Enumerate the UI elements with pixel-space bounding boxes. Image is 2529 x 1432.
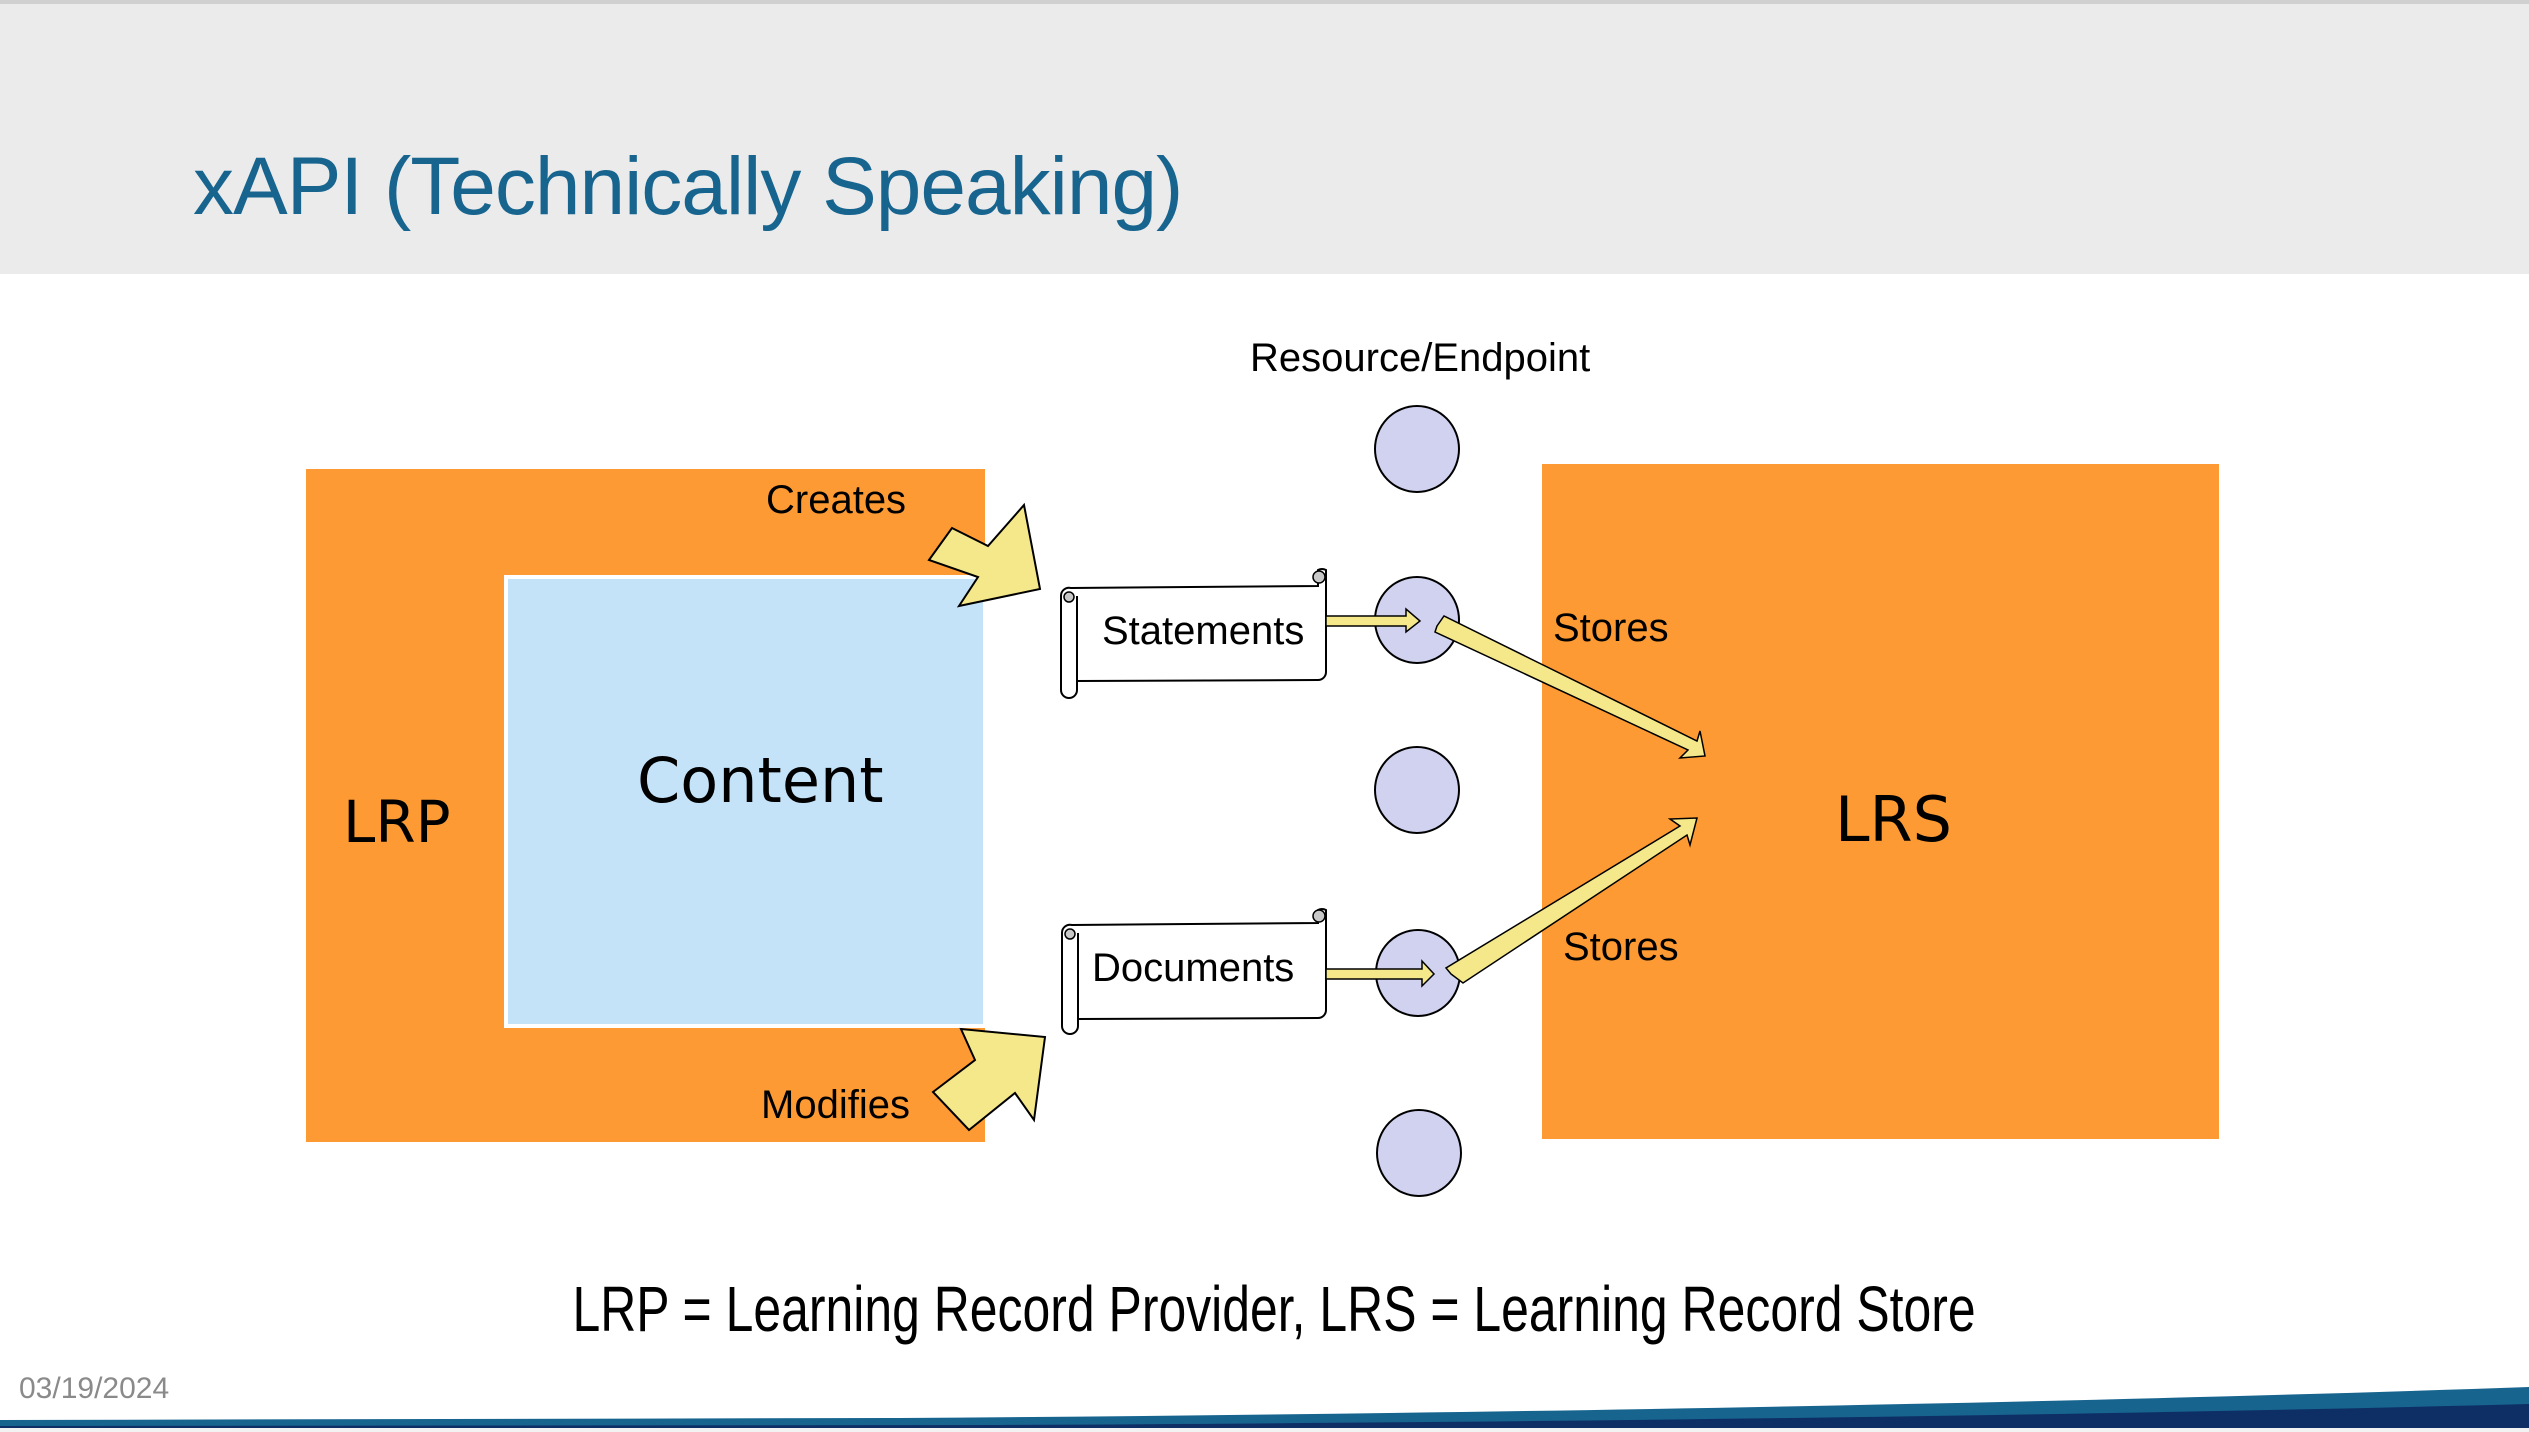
modifies-label: Modifies bbox=[761, 1083, 910, 1127]
stores-label-top: Stores bbox=[1553, 606, 1669, 650]
content-box bbox=[504, 575, 987, 1028]
lrs-label: LRS bbox=[1835, 783, 1952, 856]
endpoint-circle-1 bbox=[1374, 405, 1460, 493]
stores-label-bottom: Stores bbox=[1563, 925, 1679, 969]
documents-scroll-icon bbox=[1061, 908, 1327, 1035]
statements-scroll-icon bbox=[1060, 568, 1327, 699]
modifies-arrow-icon bbox=[931, 1027, 1047, 1132]
slide-header bbox=[0, 4, 2529, 274]
slide-title: xAPI (Technically Speaking) bbox=[193, 141, 1183, 232]
content-label: Content bbox=[637, 744, 884, 817]
top-border bbox=[0, 0, 2529, 4]
statements-label: Statements bbox=[1102, 609, 1305, 653]
footer-swoosh bbox=[0, 1387, 2529, 1432]
endpoint-circle-3 bbox=[1374, 746, 1460, 834]
documents-to-endpoint-arrow-icon bbox=[1325, 959, 1436, 988]
lrs-box bbox=[1542, 464, 2219, 1139]
documents-stores-arrow-icon bbox=[1444, 817, 1698, 984]
documents-label: Documents bbox=[1092, 946, 1295, 990]
resource-endpoint-label: Resource/Endpoint bbox=[1250, 336, 1591, 380]
slide-date: 03/19/2024 bbox=[19, 1372, 170, 1405]
endpoint-circle-5 bbox=[1376, 1109, 1462, 1197]
lrp-label: LRP bbox=[343, 788, 451, 856]
creates-label: Creates bbox=[766, 478, 907, 522]
statements-stores-arrow-icon bbox=[1434, 615, 1706, 759]
statements-to-endpoint-arrow-icon bbox=[1325, 607, 1422, 634]
creates-arrow-icon bbox=[927, 502, 1042, 608]
footnote: LRP = Learning Record Provider, LRS = Le… bbox=[572, 1273, 1976, 1345]
